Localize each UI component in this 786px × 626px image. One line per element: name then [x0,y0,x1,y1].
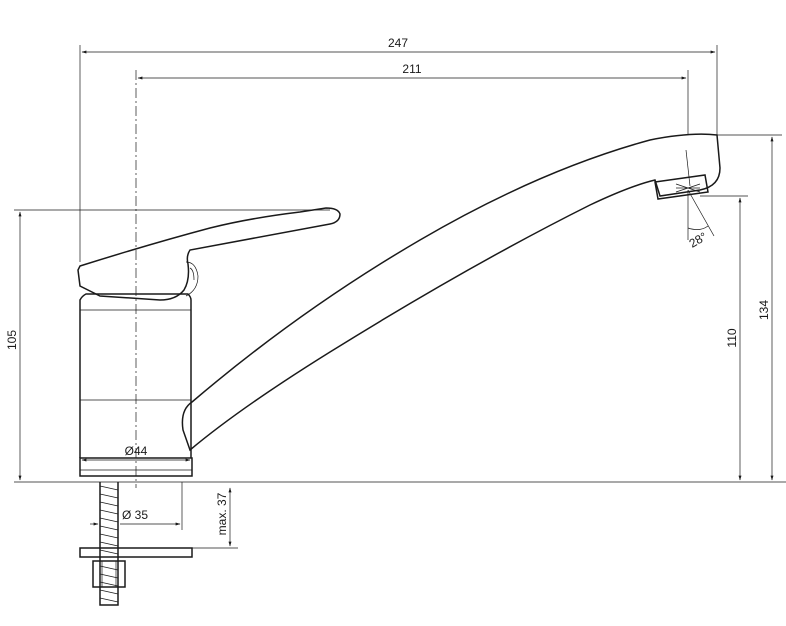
spout [181,133,721,452]
label-max-thickness: max. 37 [215,492,229,535]
dimension-spout-height: 134 [717,134,782,481]
label-base-diameter: Ø44 [125,444,148,458]
dimension-max-thickness: max. 37 [192,487,238,549]
faucet-body [79,293,193,477]
label-outlet-height: 110 [725,328,739,347]
dimension-spout-reach: 211 [137,62,689,135]
dimension-hole-diameter: Ø 35 [90,482,183,530]
label-spout-height: 134 [757,300,771,320]
lever-handle [77,207,341,301]
dimension-outlet-height: 110 [700,195,748,481]
dimension-handle-height: 105 [5,209,330,481]
label-outlet-angle: 28° [687,229,710,250]
label-handle-height: 105 [5,330,19,350]
dimension-total-length: 247 [79,36,718,262]
mounting-stud [79,482,193,606]
label-spout-reach: 211 [402,62,421,76]
dimension-base-diameter: Ø44 [81,444,191,462]
label-total-length: 247 [388,36,408,50]
label-hole-diameter: Ø 35 [122,508,148,522]
dimension-outlet-angle: 28° [687,189,715,251]
